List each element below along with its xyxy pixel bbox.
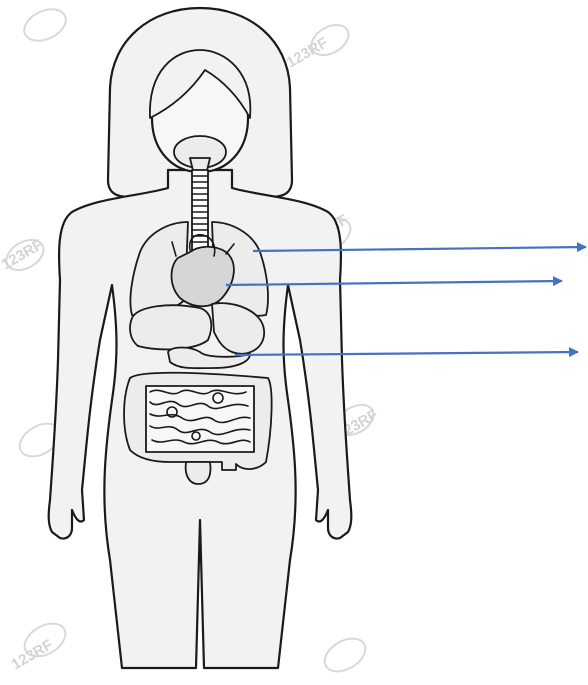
- watermark-text-1: 123RF: [284, 34, 331, 71]
- rectum: [186, 462, 211, 484]
- watermark-8: [319, 632, 371, 678]
- watermark-text-5: 123RF: [9, 636, 56, 673]
- stomach-arrow: [235, 352, 578, 355]
- watermark-1: [19, 3, 71, 47]
- liver: [130, 305, 211, 349]
